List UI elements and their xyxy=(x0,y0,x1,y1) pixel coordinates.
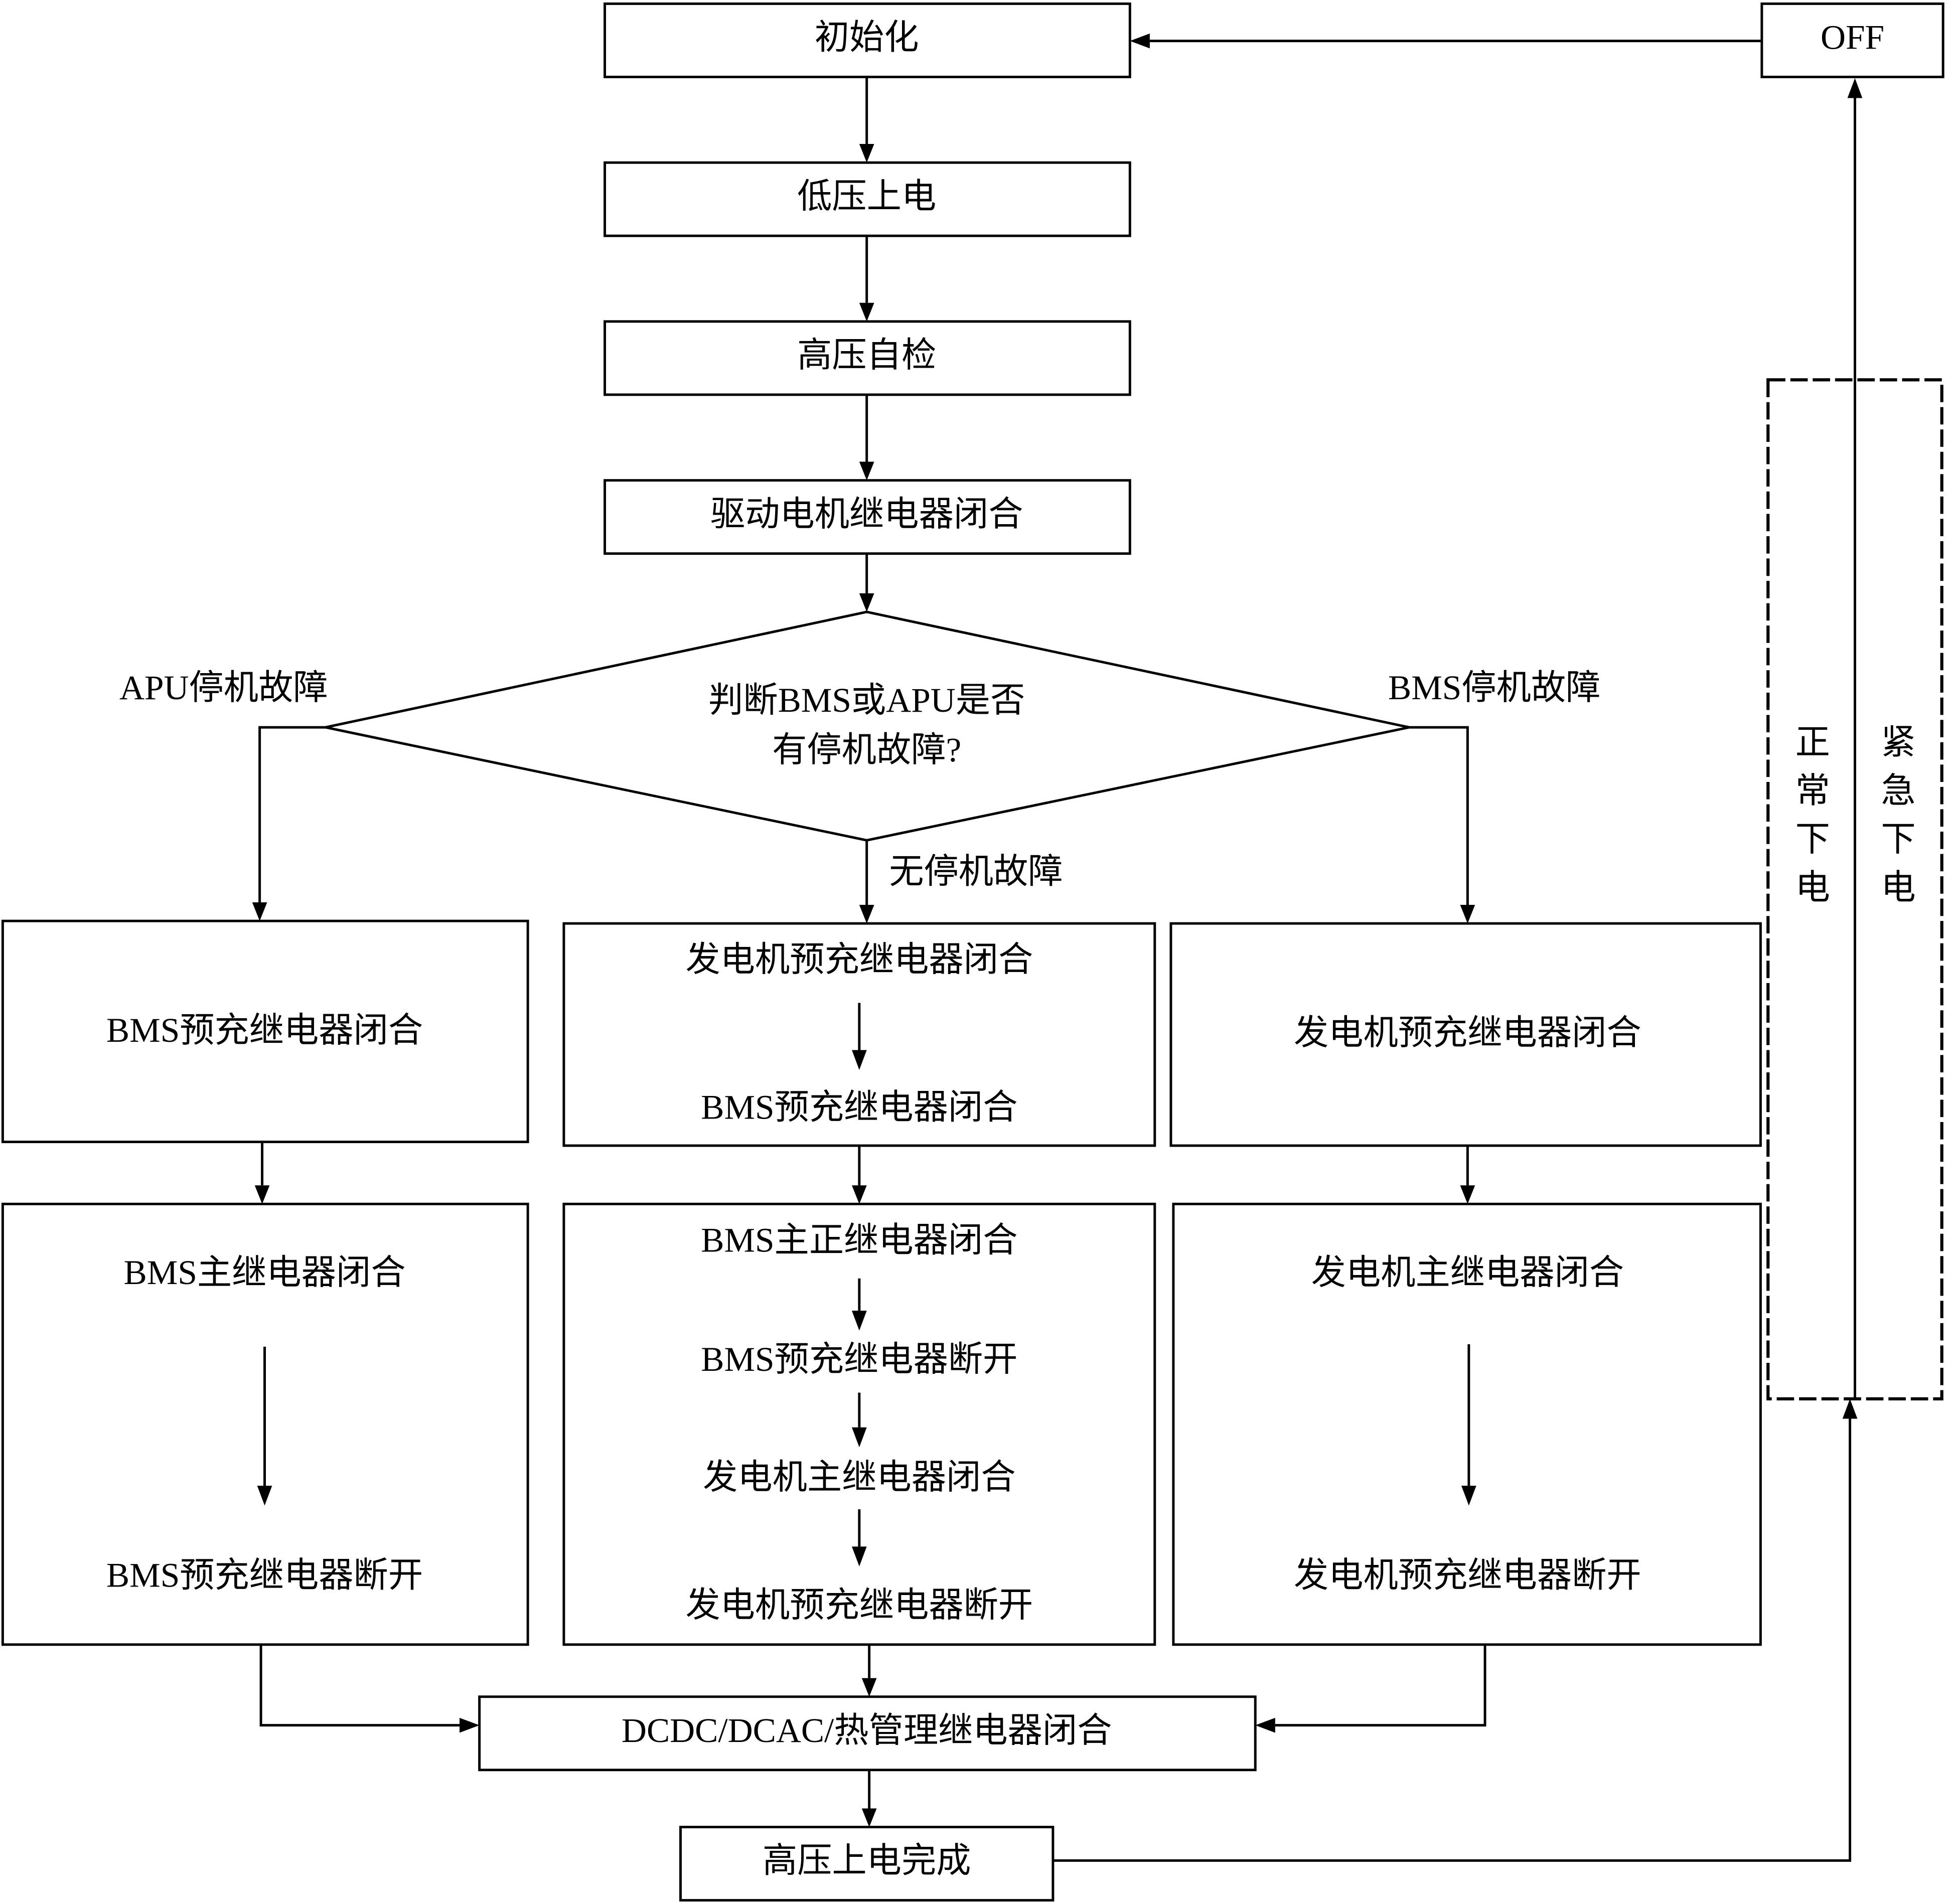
decision-diamond xyxy=(325,610,1410,842)
merge-left xyxy=(259,1644,460,1727)
normal-power-off-char-2: 常 xyxy=(1795,771,1830,810)
arrowhead-icon xyxy=(1842,1398,1858,1419)
emergency-power-off-char-3: 下 xyxy=(1881,820,1915,858)
arrowhead-icon xyxy=(851,1311,867,1331)
arrowhead-icon xyxy=(859,593,874,612)
branch-apu-fault xyxy=(258,726,326,903)
arrowhead-icon xyxy=(859,144,874,163)
arrowhead-icon xyxy=(252,902,267,921)
edge-label-no-fault: 无停机故障 xyxy=(889,852,1063,890)
arrowhead-icon xyxy=(851,1546,867,1566)
lv-power-on-box xyxy=(604,161,1131,237)
right-main-label-2: 发电机预充继电器断开 xyxy=(1294,1556,1641,1595)
arrowhead-icon xyxy=(254,1185,270,1204)
mid-main-label-1: BMS主正继电器闭合 xyxy=(701,1220,1017,1259)
arrowhead-icon xyxy=(851,1427,867,1448)
emergency-power-off-char-4: 电 xyxy=(1881,868,1915,907)
mid-main-label-4: 发电机预充继电器断开 xyxy=(686,1585,1033,1624)
arrowhead-icon xyxy=(1847,78,1863,98)
right-main-label-1: 发电机主继电器闭合 xyxy=(1311,1253,1624,1292)
lv-power-on-label: 低压上电 xyxy=(797,177,936,215)
edge-label-bms-fault: BMS停机故障 xyxy=(1388,668,1600,707)
emergency-power-off-char-1: 紧 xyxy=(1881,723,1915,761)
hv-self-check-box xyxy=(604,320,1131,396)
emergency-power-off-char-2: 急 xyxy=(1881,771,1915,810)
init-label: 初始化 xyxy=(815,18,919,57)
arrowhead-icon xyxy=(859,461,874,481)
right-precharge-label: 发电机预充继电器闭合 xyxy=(1294,1013,1641,1052)
arrowhead-icon xyxy=(1255,1717,1275,1733)
arrowhead-icon xyxy=(257,1486,272,1506)
mid-main-label-3: 发电机主继电器闭合 xyxy=(703,1458,1015,1496)
loop-done-to-power-off xyxy=(1053,1418,1852,1862)
arrowhead-icon xyxy=(861,1678,877,1697)
normal-power-off-char-4: 电 xyxy=(1795,868,1830,907)
arrowhead-icon xyxy=(1460,1185,1475,1204)
mid-precharge-label-2: BMS预充继电器闭合 xyxy=(701,1088,1017,1127)
arrowhead-icon xyxy=(861,1808,877,1827)
dcdc-relay-label: DCDC/DCAC/热管理继电器闭合 xyxy=(622,1711,1112,1750)
branch-bms-fault xyxy=(1409,726,1469,905)
hv-self-check-label: 高压自检 xyxy=(797,336,936,374)
decision-label-line1: 判断BMS或APU是否 xyxy=(708,681,1025,719)
off-box xyxy=(1760,2,1944,78)
arrowhead-icon xyxy=(1130,33,1150,49)
edge-label-apu-fault: APU停机故障 xyxy=(119,668,328,707)
arrowhead-icon xyxy=(1461,1486,1476,1506)
arrowhead-icon xyxy=(460,1717,480,1733)
left-precharge-box xyxy=(1,919,529,1144)
merge-right xyxy=(1275,1644,1486,1727)
arrowhead-icon xyxy=(1460,904,1475,924)
hv-done-label: 高压上电完成 xyxy=(763,1841,971,1880)
left-main-label-2: BMS预充继电器断开 xyxy=(106,1556,423,1595)
right-main-box xyxy=(1172,1202,1762,1646)
normal-power-off-char-1: 正 xyxy=(1795,723,1830,761)
arrowhead-icon xyxy=(851,1050,867,1070)
drive-motor-relay-box xyxy=(604,479,1131,555)
drive-motor-relay-label: 驱动电机继电器闭合 xyxy=(710,495,1023,533)
arrowhead-icon xyxy=(859,904,874,924)
mid-precharge-label-1: 发电机预充继电器闭合 xyxy=(686,940,1033,979)
hv-done-box xyxy=(679,1826,1055,1902)
init-box xyxy=(604,2,1131,78)
left-main-label-1: BMS主继电器闭合 xyxy=(124,1253,406,1292)
off-label: OFF xyxy=(1821,18,1884,57)
dcdc-relay-box xyxy=(478,1695,1257,1772)
decision-label-line2: 有停机故障? xyxy=(772,730,961,769)
mid-main-label-2: BMS预充继电器断开 xyxy=(701,1340,1017,1378)
arrowhead-icon xyxy=(859,302,874,322)
normal-power-off-char-3: 下 xyxy=(1795,820,1830,858)
right-precharge-box xyxy=(1169,922,1762,1147)
arrowhead-icon xyxy=(851,1185,867,1204)
left-precharge-label: BMS预充继电器闭合 xyxy=(106,1011,423,1049)
